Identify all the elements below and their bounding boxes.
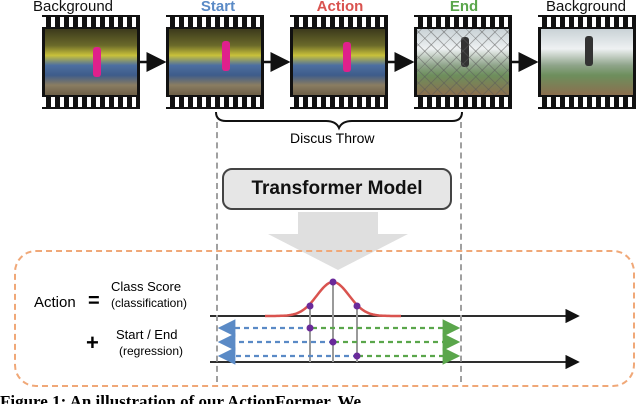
end-boundary-line <box>460 122 462 382</box>
score-point <box>353 302 361 310</box>
stadium-icon <box>169 29 261 95</box>
segment-brace <box>215 111 463 131</box>
video-frame-background-1 <box>42 15 140 109</box>
frame-label-end: End <box>449 0 479 15</box>
output-box <box>14 250 635 387</box>
action-label: Action <box>34 294 76 311</box>
video-frame-action <box>290 15 388 109</box>
classification-label: (classification) <box>111 296 188 310</box>
reg-point <box>353 352 361 360</box>
reg-point <box>329 338 337 346</box>
frame-label-background-2: Background <box>545 0 627 15</box>
transformer-model-box: Transformer Model <box>222 168 452 210</box>
regression-label: (regression) <box>119 344 184 358</box>
segment-label: Discus Throw <box>290 130 375 146</box>
frame-label-action: Action <box>316 0 364 15</box>
frame-label-start: Start <box>200 0 236 15</box>
stadium-icon <box>293 29 385 95</box>
video-frame-background-2 <box>538 15 636 109</box>
score-point <box>306 302 314 310</box>
start-boundary-line <box>216 122 218 382</box>
figure-caption: Figure 1: An illustration of our ActionF… <box>0 392 362 404</box>
video-frame-start <box>166 15 264 109</box>
plus-sign: + <box>86 330 99 355</box>
field-icon <box>417 29 509 95</box>
frame-label-background-1: Background <box>32 0 114 15</box>
stadium-icon <box>45 29 137 95</box>
video-frame-end <box>414 15 512 109</box>
down-arrow-icon <box>268 212 408 270</box>
field-icon <box>541 29 633 95</box>
peak-point <box>329 278 337 286</box>
start-end-label: Start / End <box>116 327 178 342</box>
equals-sign: = <box>88 290 100 312</box>
reg-point <box>306 324 314 332</box>
class-score-label: Class Score <box>111 279 182 294</box>
